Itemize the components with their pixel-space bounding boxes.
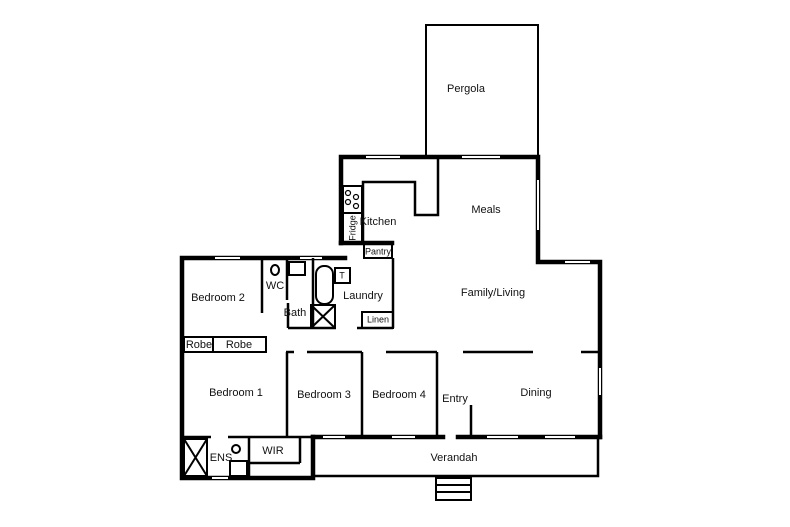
- entry-label: Entry: [442, 393, 468, 405]
- robe-label: Robe: [186, 339, 212, 351]
- stove-burners-icon: [344, 189, 360, 210]
- pantry-box: [363, 243, 393, 259]
- toilet-icon: [270, 264, 280, 276]
- family-living-label: Family/Living: [461, 287, 525, 299]
- shower-cross-icon: [183, 438, 208, 477]
- meals-label: Meals: [471, 204, 501, 216]
- ens-label: ENS: [210, 452, 233, 464]
- pantry-label: Pantry: [365, 246, 392, 256]
- wc-label: WC: [266, 280, 284, 292]
- robe-box: [212, 336, 267, 353]
- linen-label: Linen: [367, 314, 389, 324]
- kitchen-bench-wall: [361, 157, 440, 243]
- ensuite-shower-box: [183, 438, 208, 477]
- dining-label: Dining: [520, 387, 551, 399]
- fridge-box: [342, 212, 363, 243]
- linen-box: [361, 311, 394, 329]
- toilet-icon: [231, 444, 241, 454]
- bathtub-icon: [315, 265, 334, 305]
- trough-box: [334, 267, 351, 284]
- robe-label: Robe: [226, 339, 252, 351]
- bedroom1-label: Bedroom 1: [209, 387, 263, 399]
- shower-cross-icon: [310, 304, 336, 329]
- steps: [435, 477, 472, 501]
- trough-label: T: [339, 270, 345, 280]
- pergola-label: Pergola: [447, 83, 486, 95]
- basin-icon: [229, 460, 248, 477]
- internal-walls: [182, 350, 600, 478]
- bath-label: Bath: [284, 307, 307, 319]
- bedroom2-label: Bedroom 2: [191, 292, 245, 304]
- basin-icon: [288, 261, 306, 276]
- bedroom3-label: Bedroom 3: [297, 389, 351, 401]
- stove: [342, 185, 363, 214]
- laundry-label: Laundry: [343, 290, 383, 302]
- fridge-label: Fridge: [347, 215, 357, 241]
- bedroom4-label: Bedroom 4: [372, 389, 426, 401]
- verandah-outline: [313, 437, 600, 478]
- windows: [212, 156, 601, 479]
- wir-label: WIR: [262, 445, 283, 457]
- shower-box: [310, 304, 336, 329]
- kitchen-label: Kitchen: [360, 216, 397, 228]
- verandah-label: Verandah: [430, 452, 477, 464]
